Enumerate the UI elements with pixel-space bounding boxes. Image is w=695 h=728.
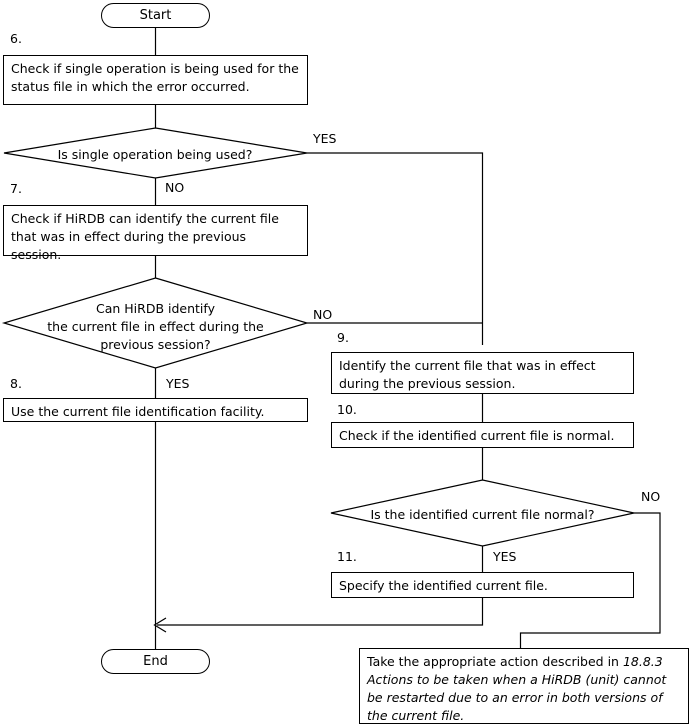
process-text-step9: Identify the current file that was in ef… (339, 358, 596, 391)
decision3-text: Is the identified current file normal? (370, 507, 595, 522)
decision1-no-label: NO (165, 180, 185, 195)
final-action-lead: Take the appropriate action described in (367, 654, 623, 669)
decision2-text-line1: Can HiRDB identify (96, 301, 215, 316)
process-box-step8[interactable]: Use the current file identification faci… (3, 398, 308, 422)
step-number-7: 7. (10, 181, 22, 196)
decision2-yes-label: YES (166, 376, 190, 391)
decision2-text-line3: previous session? (100, 337, 211, 353)
end-terminator[interactable]: End (101, 649, 210, 674)
decision3-shape (330, 479, 635, 547)
process-text-step10: Check if the identified current file is … (339, 428, 615, 443)
start-terminator[interactable]: Start (101, 3, 210, 28)
decision3-no-label: NO (641, 489, 661, 504)
process-text-step11: Specify the identified current file. (339, 578, 548, 593)
step-number-8: 8. (10, 376, 22, 391)
process-text-step6: Check if single operation is being used … (11, 61, 299, 94)
step-number-11: 11. (337, 549, 357, 564)
arrowhead-to-end (153, 617, 167, 633)
process-box-step11[interactable]: Specify the identified current file. (331, 572, 634, 598)
process-box-step10[interactable]: Check if the identified current file is … (331, 422, 634, 448)
decision2-shape (1, 277, 310, 369)
start-label: Start (139, 8, 172, 23)
end-label: End (143, 654, 168, 669)
process-box-step9[interactable]: Identify the current file that was in ef… (331, 352, 634, 394)
process-box-step6[interactable]: Check if single operation is being used … (3, 55, 308, 105)
decision2-text-line2: the current file in effect during the (47, 319, 264, 335)
final-action-reference-title: Actions to be taken when a HiRDB (unit) … (367, 672, 667, 724)
step-number-9: 9. (337, 330, 349, 345)
decision3-yes-label: YES (493, 549, 517, 564)
decision1-text: Is single operation being used? (57, 147, 253, 162)
process-text-step8: Use the current file identification faci… (11, 404, 265, 419)
process-text-step7: Check if HiRDB can identify the current … (11, 211, 279, 262)
final-action-reference-number: 18.8.3 (622, 654, 663, 669)
wire-decision1-yes (307, 152, 484, 345)
process-box-step7[interactable]: Check if HiRDB can identify the current … (3, 205, 308, 262)
decision2-no-label: NO (313, 307, 333, 322)
step-number-10: 10. (337, 402, 357, 417)
final-action-box[interactable]: Take the appropriate action described in… (359, 648, 689, 724)
step-number-6: 6. (10, 31, 22, 46)
decision2-text: Can HiRDB identify the current file in e… (18, 300, 293, 354)
decision1-shape (3, 127, 308, 179)
decision1-yes-label: YES (313, 131, 337, 146)
wire-step11-to-end (157, 598, 484, 626)
